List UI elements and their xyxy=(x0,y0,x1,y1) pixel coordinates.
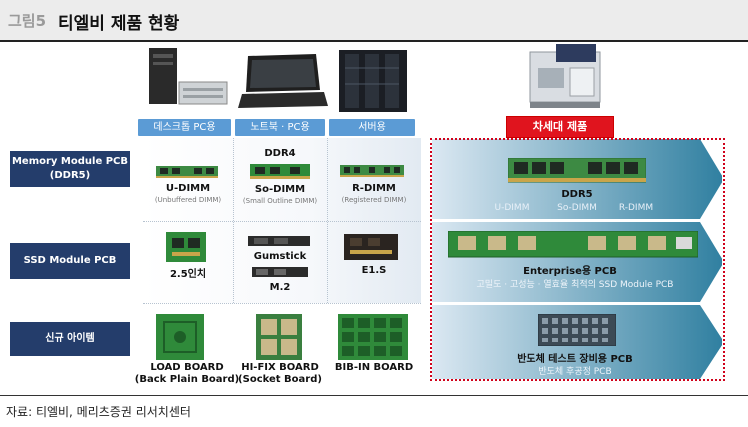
hifix-board-label: HI-FIX BOARD xyxy=(241,362,319,373)
enterprise-pcb-description: 고밀도 · 고성능 · 열효율 최적의 SSD Module PCB xyxy=(476,280,674,290)
row-header-memory-line2: (DDR5) xyxy=(49,170,91,181)
title-divider xyxy=(0,40,748,42)
udimm-module-image xyxy=(156,166,218,178)
source-note: 자료: 티엘비, 메리츠증권 리서치센터 xyxy=(6,405,191,419)
ssd-2-5-inch-board-image xyxy=(166,232,206,262)
row-header-memory-line1: Memory Module PCB xyxy=(11,156,129,167)
next-gen-frame xyxy=(430,138,725,381)
row-header-memory: Memory Module PCB (DDR5) xyxy=(10,151,130,187)
rdimm-sublabel: (Registered DIMM) xyxy=(341,196,407,204)
ddr5-type-sodimm: So-DIMM xyxy=(557,203,597,213)
test-equipment-image xyxy=(529,44,601,108)
m2-label: M.2 xyxy=(269,282,291,293)
gumstick-label: Gumstick xyxy=(253,251,307,262)
rdimm-label: R-DIMM xyxy=(352,183,396,194)
ssd-2-5-inch-label: 2.5인치 xyxy=(169,269,207,280)
gumstick-ssd-image xyxy=(248,236,310,246)
enterprise-pcb-label: Enterprise용 PCB xyxy=(523,266,617,277)
figure-title: 티엘비 제품 현황 xyxy=(58,14,180,34)
figure-label: 그림5 xyxy=(8,12,47,30)
server-rack-image xyxy=(339,50,407,112)
load-board-label: LOAD BOARD xyxy=(150,362,224,373)
ddr5-type-rdimm: R-DIMM xyxy=(618,203,654,213)
ddr5-label: DDR5 xyxy=(561,189,593,200)
sodimm-sublabel: (Small Outline DIMM) xyxy=(242,197,318,205)
row-divider xyxy=(143,303,421,304)
ddr4-label: DDR4 xyxy=(264,148,296,159)
column-header-laptop: 노트북 · PC용 xyxy=(235,119,325,136)
e1s-label: E1.S xyxy=(361,265,387,276)
rdimm-module-image xyxy=(340,165,404,177)
bib-in-board-image xyxy=(338,314,408,360)
udimm-label: U-DIMM xyxy=(165,183,211,194)
hifix-board-sublabel: (Socket Board) xyxy=(238,374,322,385)
column-header-server: 서버용 xyxy=(329,119,415,136)
sodimm-module-image xyxy=(250,164,310,179)
row-header-new-items: 신규 아이템 xyxy=(10,322,130,356)
ddr5-module-image xyxy=(508,158,646,183)
m2-ssd-image xyxy=(252,267,308,277)
load-board-image xyxy=(156,314,204,360)
enterprise-ssd-board-image xyxy=(448,231,698,258)
row-header-ssd: SSD Module PCB xyxy=(10,243,130,279)
semiconductor-test-pcb-label: 반도체 테스트 장비용 PCB xyxy=(517,354,633,365)
footer-divider xyxy=(0,395,748,396)
column-header-next-gen: 차세대 제품 xyxy=(506,116,614,138)
column-header-desktop: 데스크톱 PC용 xyxy=(138,119,231,136)
desktop-pc-image xyxy=(149,48,228,105)
udimm-sublabel: (Unbuffered DIMM) xyxy=(154,196,222,204)
column-divider xyxy=(327,138,328,303)
title-bar xyxy=(0,0,748,40)
load-board-sublabel: (Back Plain Board) xyxy=(134,374,240,385)
ddr5-type-udimm: U-DIMM xyxy=(494,203,530,213)
laptop-image xyxy=(238,54,328,108)
bib-in-board-label: BIB-IN BOARD xyxy=(334,362,414,373)
e1s-ssd-image xyxy=(344,234,398,260)
semiconductor-test-pcb-description: 반도체 후공정 PCB xyxy=(538,367,612,377)
column-divider xyxy=(233,138,234,303)
semiconductor-test-pcb-image xyxy=(538,314,616,346)
sodimm-label: So-DIMM xyxy=(254,184,306,195)
hifix-board-image xyxy=(256,314,302,360)
row-divider xyxy=(143,221,421,222)
